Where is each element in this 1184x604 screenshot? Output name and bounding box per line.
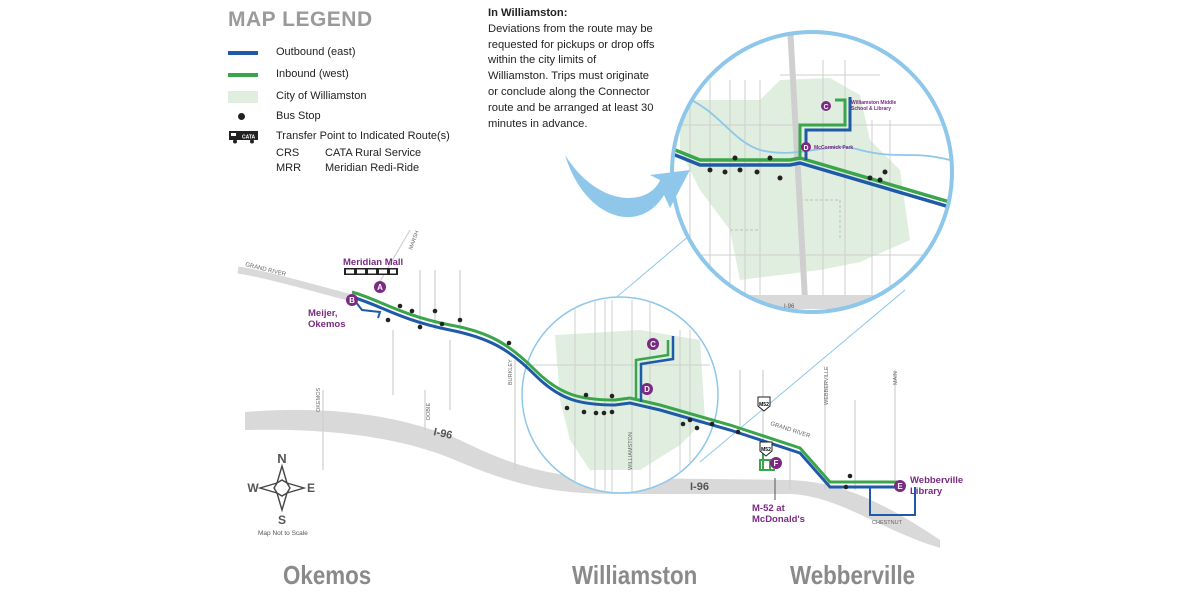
legend-code-crs: CRS CATA Rural Service	[276, 147, 421, 159]
inset-label-c: Williamston Middle School & Library	[851, 100, 898, 112]
inset-label-d: McCormick Park	[814, 145, 853, 151]
inset-label-c-line2: School & Library	[851, 106, 891, 112]
legend-code-mrr: MRR Meridian Redi-Ride	[276, 162, 419, 174]
williamston-note-title: In Williamston:	[488, 7, 568, 19]
outbound-route-line	[351, 295, 900, 489]
stop-marker-a[interactable]: A	[374, 281, 386, 293]
street-label-dobie: DOBIE	[426, 403, 432, 420]
m52-shield-lower: M52	[759, 441, 773, 457]
stop-label-f-line2: McDonald's	[752, 514, 805, 525]
stop-label-b-line2: Okemos	[308, 319, 346, 330]
williamston-spur-inbound	[634, 340, 670, 398]
legend-inbound-label: Inbound (west)	[276, 68, 349, 80]
grand-river-west-road	[237, 266, 353, 302]
stop-marker-d[interactable]: D	[641, 383, 653, 395]
m52-stop-box	[759, 459, 771, 471]
svg-text:D: D	[644, 385, 650, 394]
i96-label-east: I-96	[690, 481, 709, 493]
stop-label-f: M-52 at McDonald's	[752, 503, 805, 525]
grand-river-label-east: GRAND RIVER	[769, 421, 811, 440]
svg-text:F: F	[774, 459, 779, 468]
compass-w: W	[247, 481, 259, 495]
bus-stops	[385, 303, 853, 490]
compass-n: N	[277, 451, 286, 466]
svg-text:A: A	[377, 283, 383, 292]
legend-outbound-label: Outbound (east)	[276, 46, 356, 58]
stop-label-e: Webberville Library	[910, 475, 966, 497]
williamston-inset: C D	[670, 30, 954, 314]
bus-icon: CATA	[229, 131, 258, 144]
webberville-loop	[869, 487, 916, 516]
svg-text:M52: M52	[761, 447, 771, 453]
callout-arrow	[565, 155, 690, 218]
inbound-swatch	[228, 73, 258, 77]
i96-label-west: I-96	[432, 426, 453, 442]
stop-label-a: Meridian Mall	[343, 257, 403, 268]
compass-e: E	[307, 481, 315, 495]
svg-text:M52: M52	[759, 402, 769, 408]
svg-text:CATA: CATA	[242, 135, 256, 141]
stop-label-f-line1: M-52 at	[752, 503, 786, 514]
city-swatch	[228, 91, 258, 103]
svg-text:D: D	[803, 145, 808, 152]
legend-title: MAP LEGEND	[228, 8, 373, 31]
stop-label-e-line2: Library	[910, 486, 943, 497]
code-crs-desc: CATA Rural Service	[325, 147, 422, 159]
street-label-webberville: WEBBERVILLE	[824, 366, 830, 405]
svg-text:C: C	[823, 104, 828, 111]
stop-label-b: Meijer, Okemos	[308, 308, 346, 330]
transfer-bus-icon	[344, 268, 398, 275]
street-label-marsh: MARSH	[408, 230, 420, 251]
street-label-chestnut: CHESTNUT	[872, 520, 903, 526]
inbound-route-line	[351, 290, 900, 484]
minor-streets	[322, 229, 896, 490]
code-crs: CRS	[276, 147, 300, 159]
williamston-note-body: Deviations from the route may be request…	[488, 22, 655, 130]
williamston-spur-outbound	[639, 336, 675, 402]
m52-shield-upper: M52	[757, 396, 771, 412]
legend-transfer-label: Transfer Point to Indicated Route(s)	[276, 130, 450, 142]
compass-rose: N S W E	[247, 451, 315, 527]
svg-text:C: C	[650, 340, 656, 349]
code-mrr-desc: Meridian Redi-Ride	[325, 162, 420, 174]
scale-note: Map Not to Scale	[258, 530, 308, 537]
town-okemos: Okemos	[283, 560, 372, 590]
code-mrr: MRR	[276, 162, 302, 174]
street-label-burkley: BURKLEY	[508, 359, 514, 385]
street-label-okemos: OKEMOS	[316, 388, 322, 412]
inset-label-c-line1: Williamston Middle	[851, 100, 896, 106]
compass-s: S	[278, 513, 286, 527]
legend-city-label: City of Williamston	[276, 90, 367, 102]
callout-line-bottom	[699, 289, 906, 463]
williamston-note: In Williamston: Deviations from the rout…	[488, 6, 658, 132]
stop-marker-b[interactable]: B	[346, 294, 358, 306]
street-label-main: MAIN	[893, 371, 899, 385]
town-webberville: Webberville	[790, 560, 916, 590]
town-williamston: Williamston	[572, 560, 698, 590]
outbound-swatch	[228, 51, 258, 55]
svg-text:E: E	[897, 482, 903, 491]
stop-label-e-line1: Webberville	[910, 475, 963, 486]
svg-text:B: B	[349, 296, 355, 305]
stop-label-b-line1: Meijer,	[308, 308, 338, 319]
legend-stop-label: Bus Stop	[276, 110, 321, 122]
stop-marker-e[interactable]: E	[894, 480, 906, 492]
stop-marker-f[interactable]: F	[770, 457, 782, 469]
street-label-williamston: WILLIAMSTON	[628, 432, 634, 470]
inset-label-i96: I-96	[784, 304, 795, 310]
stop-marker-c[interactable]: C	[647, 338, 659, 350]
bus-stop-dot-icon	[238, 113, 245, 120]
meijer-loop	[351, 296, 382, 319]
